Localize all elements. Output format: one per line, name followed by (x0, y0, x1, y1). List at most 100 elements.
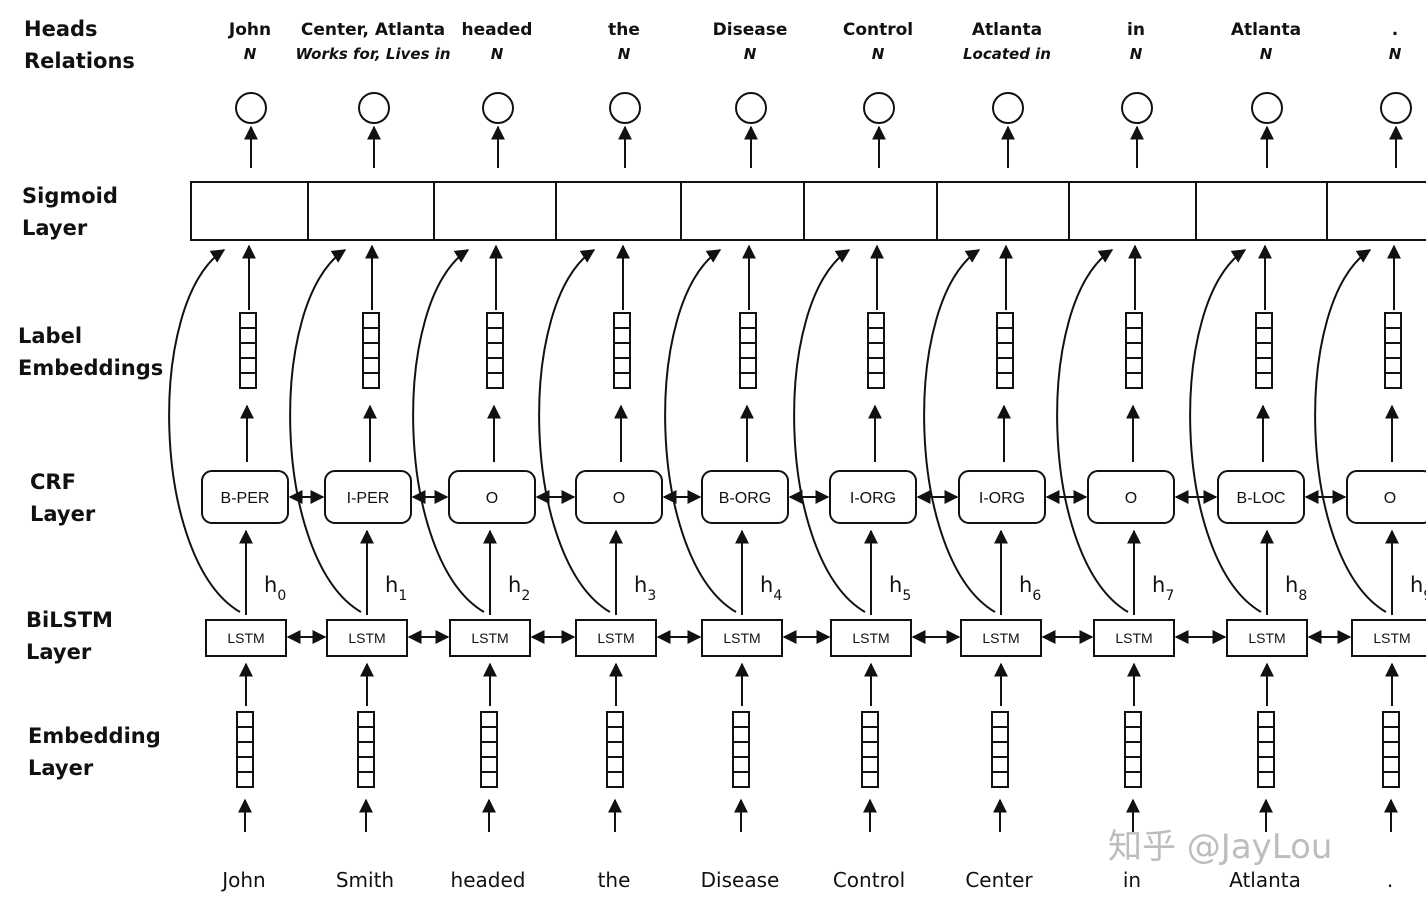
vector-cell (732, 741, 750, 758)
crf-tag-label: B-LOC (1237, 490, 1286, 507)
input-word: headed (451, 868, 526, 892)
vector-cell (239, 312, 257, 329)
layer-label-relations: Relations (24, 49, 135, 73)
vector-cell (996, 342, 1014, 359)
vector-cell (362, 357, 380, 374)
skip-connection-arrow (412, 249, 485, 613)
vector-cell (236, 711, 254, 728)
word-embedding-vector (606, 711, 624, 788)
vector-cell (1125, 342, 1143, 359)
vector-cell (606, 726, 624, 743)
crf-tag-box (1217, 470, 1305, 524)
output-node (609, 92, 641, 124)
vector-cell (861, 771, 879, 788)
vector-cell (1125, 312, 1143, 329)
vector-cell (732, 771, 750, 788)
vector-cell (480, 756, 498, 773)
vector-cell (1124, 756, 1142, 773)
skip-connection-arrow (923, 249, 996, 613)
vector-cell (480, 741, 498, 758)
vector-cell (1124, 711, 1142, 728)
input-word: John (220, 868, 266, 892)
lstm-cell (960, 619, 1042, 657)
vector-cell (1384, 327, 1402, 344)
lstm-cell (449, 619, 531, 657)
lstm-cell-label: LSTM (1248, 630, 1285, 646)
crf-tag-box (448, 470, 536, 524)
word-embedding-vector (1124, 711, 1142, 788)
vector-cell (732, 711, 750, 728)
vector-cell (362, 372, 380, 389)
lstm-cell-label: LSTM (1373, 630, 1410, 646)
label-embedding-vector (1384, 312, 1402, 389)
layer-label-sigmoid-layer: Layer (22, 216, 88, 240)
head-label: John (228, 20, 271, 40)
vector-cell (1124, 771, 1142, 788)
vector-cell (613, 372, 631, 389)
output-node (358, 92, 390, 124)
vector-cell (236, 756, 254, 773)
lstm-cell-label: LSTM (471, 630, 508, 646)
crf-tag-label: I-ORG (850, 490, 896, 507)
vector-cell (867, 327, 885, 344)
sigmoid-layer-box (190, 181, 1426, 241)
relation-label: Located in (963, 45, 1051, 63)
vector-cell (1125, 372, 1143, 389)
vector-cell (236, 741, 254, 758)
token-column: .NOh9LSTM. (1314, 20, 1426, 892)
output-node (735, 92, 767, 124)
vector-cell (991, 771, 1009, 788)
relation-label: Works for, Lives in (295, 45, 450, 63)
crf-tag-box (958, 470, 1046, 524)
vector-cell (867, 342, 885, 359)
vector-cell (606, 711, 624, 728)
input-word: . (1387, 868, 1393, 892)
crf-tag-label: O (1125, 490, 1137, 507)
lstm-cell (326, 619, 408, 657)
input-word: Atlanta (1229, 868, 1301, 892)
lstm-cell (830, 619, 912, 657)
vector-cell (486, 312, 504, 329)
vector-cell (239, 327, 257, 344)
input-word: Control (833, 868, 905, 892)
lstm-cell-label: LSTM (227, 630, 264, 646)
vector-cell (239, 342, 257, 359)
crf-tag-box (1346, 470, 1426, 524)
vector-cell (1255, 327, 1273, 344)
label-embedding-vector (362, 312, 380, 389)
hidden-state-label: h7 (1152, 573, 1174, 604)
vector-cell (1255, 342, 1273, 359)
vector-cell (236, 726, 254, 743)
output-node (1121, 92, 1153, 124)
vector-cell (861, 711, 879, 728)
hidden-state-label: h9 (1410, 573, 1426, 604)
vector-cell (991, 726, 1009, 743)
lstm-cell-label: LSTM (1115, 630, 1152, 646)
vector-cell (606, 771, 624, 788)
label-embedding-vector (1125, 312, 1143, 389)
output-node (235, 92, 267, 124)
skip-connection-arrow (1189, 249, 1262, 613)
layer-label-crf-layer: Layer (30, 502, 96, 526)
vector-cell (362, 327, 380, 344)
skip-connection-arrow (793, 249, 866, 613)
vector-cell (1382, 771, 1400, 788)
vector-cell (861, 726, 879, 743)
vector-cell (1382, 756, 1400, 773)
vector-cell (867, 312, 885, 329)
vector-cell (996, 327, 1014, 344)
layer-label-label: Label (18, 324, 82, 348)
vector-cell (991, 756, 1009, 773)
relation-label: N (1389, 45, 1402, 63)
layer-label-bilstm: BiLSTM (26, 608, 113, 632)
layer-label-sigmoid: Sigmoid (22, 184, 118, 208)
hidden-state-label: h8 (1285, 573, 1307, 604)
vector-cell (996, 312, 1014, 329)
